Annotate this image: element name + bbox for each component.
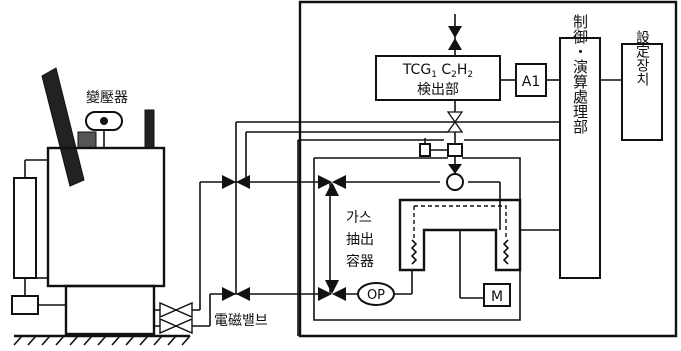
- gas-vessel-label-3: 容器: [346, 253, 374, 270]
- check-valve-top: [446, 111, 464, 133]
- drain-valve-box: [11, 295, 39, 315]
- sample-junction: [446, 173, 464, 191]
- transformer: [11, 67, 191, 346]
- control-box: [559, 37, 601, 279]
- enclosure-border: [298, 0, 678, 338]
- oil-pump: [357, 282, 395, 306]
- bushing-right: [144, 109, 155, 149]
- inlet-valve: [448, 26, 462, 50]
- three-way-valve-upper: [318, 175, 346, 196]
- manual-valve-lower: [159, 317, 193, 335]
- solenoid-valve-label: 電磁밸브: [214, 313, 268, 329]
- detector-formula: TCG1 C2H2: [402, 62, 473, 80]
- valves: [159, 26, 464, 335]
- alarm-box: [515, 63, 547, 97]
- pipe-lines: [154, 14, 622, 336]
- alarm-label: A1: [522, 74, 540, 90]
- radiator: [13, 177, 37, 279]
- motor: [483, 283, 511, 307]
- detector-label: 検出部: [417, 82, 459, 98]
- control-label: 制御・演算處理部: [571, 14, 589, 134]
- motor-label: M: [491, 289, 503, 305]
- transformer-label: 變壓器: [86, 90, 128, 106]
- sample-port: [447, 143, 463, 157]
- gas-vessel-label-1: 가스: [346, 210, 372, 226]
- gas-vessel-label-2: 抽出: [346, 232, 374, 248]
- bushing-left: [41, 67, 85, 187]
- vessel-body: [398, 198, 522, 272]
- vessel-liner: [413, 205, 507, 240]
- transformer-base: [64, 284, 156, 336]
- manual-valve-upper: [159, 301, 193, 319]
- setting-label: 設定장치: [634, 30, 650, 86]
- detector-box: [375, 55, 501, 101]
- conservator-gauge: [100, 117, 108, 125]
- three-way-valve-lower: [318, 280, 346, 301]
- bushing-left-base: [77, 131, 97, 149]
- inner-frame: [313, 157, 521, 321]
- heater-right: [502, 239, 510, 265]
- setting-box: [621, 43, 663, 141]
- extraction-vessel: [398, 198, 522, 299]
- sample-valve: [448, 164, 462, 174]
- solenoid-valve-lower: [222, 287, 250, 301]
- side-port: [419, 143, 431, 157]
- pump-label: OP: [367, 288, 385, 303]
- solenoid-valve-upper: [222, 175, 250, 189]
- heater-left: [410, 239, 418, 265]
